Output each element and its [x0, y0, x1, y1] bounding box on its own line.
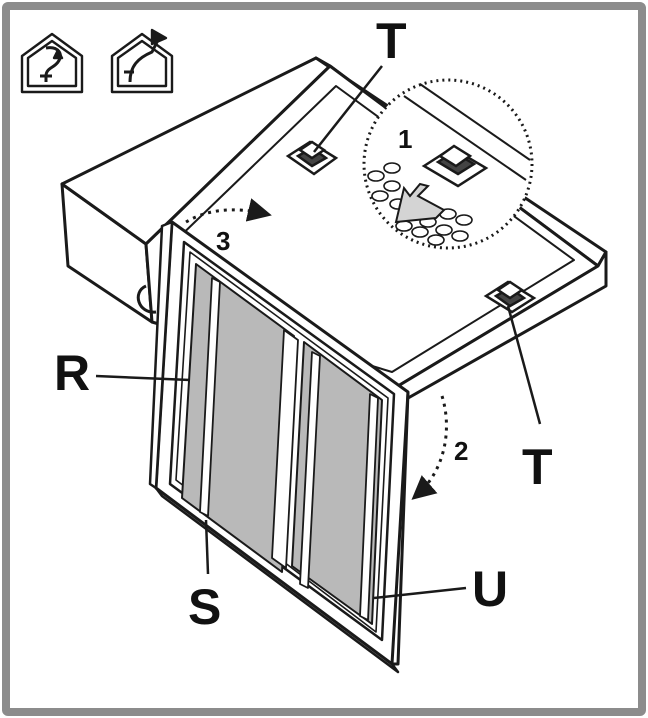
leader-top-t — [313, 65, 383, 153]
step-arrow-2 — [411, 395, 448, 500]
step-number-2: 2 — [454, 436, 468, 466]
zoom-clip — [421, 144, 489, 188]
leader-u — [373, 586, 467, 600]
callout-s: S — [188, 579, 221, 635]
callout-top-t: T — [376, 13, 407, 69]
recirculation-mode-icon — [20, 32, 84, 94]
push-arrow — [394, 182, 446, 224]
step-number-3: 3 — [216, 226, 230, 256]
clip-bottom — [483, 280, 537, 314]
step-number-1: 1 — [398, 124, 412, 154]
leader-right-t — [506, 305, 542, 425]
callout-r: R — [54, 345, 90, 401]
callout-u: U — [472, 561, 508, 617]
hood-front-lip — [386, 250, 608, 408]
zoom-detail — [362, 78, 534, 250]
extraction-mode-icon — [110, 28, 174, 94]
leader-s — [204, 519, 210, 575]
step-arrow-3 — [185, 198, 272, 224]
callout-right-t: T — [522, 439, 553, 495]
leader-lines — [95, 65, 542, 600]
clip-top — [285, 140, 339, 176]
grease-filter — [148, 220, 410, 674]
leader-r — [95, 374, 191, 382]
hood-knob — [136, 284, 157, 314]
